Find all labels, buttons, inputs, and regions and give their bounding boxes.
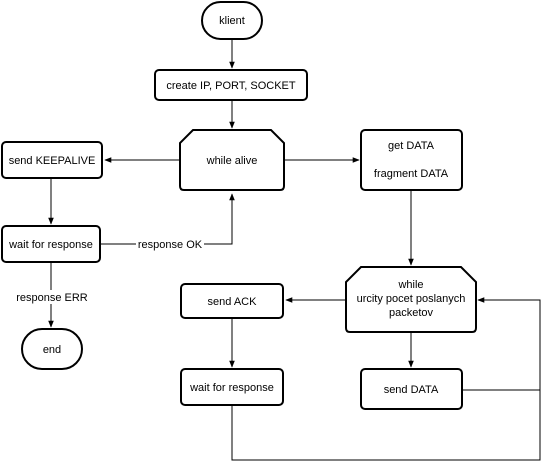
wait-response-2-label: wait for response [189,382,274,394]
klient-label: klient [219,15,245,27]
send-ack-label: send ACK [208,296,258,308]
send-keepalive-label: send KEEPALIVE [9,155,96,167]
node-send-keepalive: send KEEPALIVE [1,141,103,179]
edge-wait-ack-loop [231,390,541,461]
node-wait-for-response-1: wait for response [1,225,101,263]
edge-send-data-loop [462,297,541,391]
fragment-data-label: fragment DATA [374,168,449,180]
edge-wait-response-ok [100,193,235,245]
create-ip-label: create IP, PORT, SOCKET [166,80,295,92]
response-err-label: response ERR [16,292,88,304]
node-end: end [21,328,83,370]
node-get-fragment-data: get DATA fragment DATA [360,129,463,191]
node-send-ack: send ACK [180,283,284,319]
response-ok-label-bg [136,237,204,251]
end-label: end [43,344,61,356]
node-while-alive: while alive [179,129,285,191]
send-data-label: send DATA [384,384,439,396]
node-klient: klient [201,1,263,40]
while-packets-label-3: packetov [389,307,434,319]
get-data-label: get DATA [388,140,435,152]
node-send-data: send DATA [360,368,463,410]
node-wait-for-response-2: wait for response [180,368,284,406]
while-packets-label-2: urcity pocet poslanych [357,293,466,305]
edges [48,39,541,461]
response-err-label-bg [13,290,91,304]
node-create-ip-port-socket: create IP, PORT, SOCKET [154,69,308,101]
node-while-packets: while urcity pocet poslanych packetov [345,266,477,333]
wait-response-1-label: wait for response [8,239,93,251]
while-packets-label-1: while [397,279,423,291]
while-alive-label: while alive [206,155,258,167]
response-ok-label: response OK [138,239,203,251]
